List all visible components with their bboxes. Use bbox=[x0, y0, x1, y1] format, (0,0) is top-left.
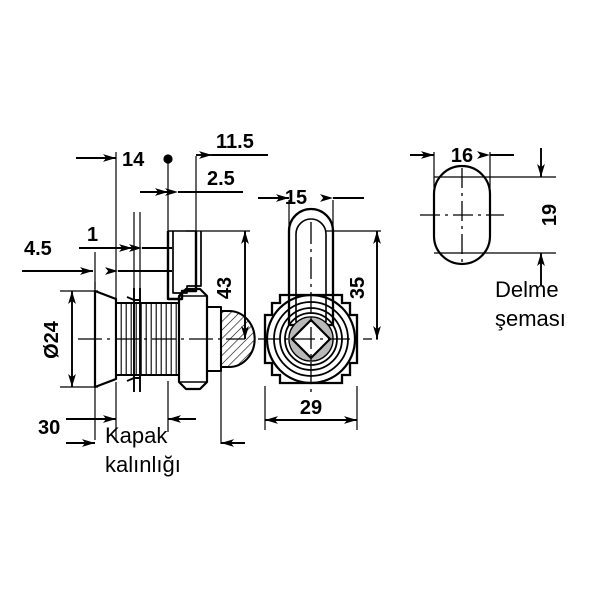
dimension-43: 43 bbox=[214, 231, 249, 339]
dimension-19-text: 19 bbox=[539, 204, 561, 226]
lock-flange bbox=[93, 289, 118, 389]
cam-tongue-inner bbox=[295, 218, 327, 322]
cover-panel bbox=[126, 288, 141, 392]
dimension-16: 16 bbox=[410, 145, 514, 167]
dimension-43-text: 43 bbox=[214, 277, 236, 299]
dimension-diameter-24: Ø24 bbox=[41, 291, 76, 387]
dimension-2-5-text: 2.5 bbox=[207, 168, 235, 190]
drilling-label-line2: şeması bbox=[495, 306, 566, 331]
cover-thickness-line1: Kapak bbox=[105, 423, 168, 448]
dimension-16-text: 16 bbox=[451, 145, 473, 167]
dimension-11-5: 11.5 bbox=[196, 131, 268, 159]
dimension-35: 35 bbox=[347, 231, 381, 339]
dimension-29-text: 29 bbox=[300, 397, 322, 419]
dimension-1-text: 1 bbox=[87, 224, 98, 246]
dimension-4-5-text: 4.5 bbox=[24, 238, 52, 260]
dimension-1: 1 bbox=[79, 224, 172, 252]
dimension-15-text: 15 bbox=[285, 187, 307, 209]
dimension-14-text: 14 bbox=[122, 149, 145, 171]
dimension-35-text: 35 bbox=[347, 277, 369, 299]
dimension-diameter-24-text: Ø24 bbox=[41, 320, 63, 359]
dimension-4-5: 4.5 bbox=[22, 238, 172, 275]
cam-arm-inner bbox=[172, 231, 202, 294]
drilling-extension-lines bbox=[433, 152, 556, 254]
dimension-30-text: 30 bbox=[38, 417, 60, 439]
side-section-view bbox=[78, 230, 256, 392]
dimension-29: 29 bbox=[265, 397, 357, 424]
dimension-15: 15 bbox=[258, 187, 364, 209]
drilling-label-line1: Delme bbox=[495, 277, 559, 302]
dimension-30: 30 bbox=[38, 415, 245, 447]
cover-thickness-label: Kapak kalınlığı bbox=[105, 423, 181, 477]
dimension-14: 14 bbox=[76, 149, 173, 171]
lock-body-notched-profile bbox=[263, 293, 359, 385]
drilling-hole-shape bbox=[432, 164, 492, 266]
dimension-19: 19 bbox=[537, 148, 561, 285]
axis-dot-marker bbox=[163, 154, 173, 164]
drilling-diagram-view bbox=[420, 164, 504, 266]
front-view bbox=[258, 207, 372, 394]
cover-thickness-line2: kalınlığı bbox=[105, 452, 181, 477]
drilling-diagram-label: Delme şeması bbox=[495, 277, 566, 331]
dimension-11-5-text: 11.5 bbox=[216, 131, 254, 153]
dimension-2-5: 2.5 bbox=[140, 168, 243, 196]
